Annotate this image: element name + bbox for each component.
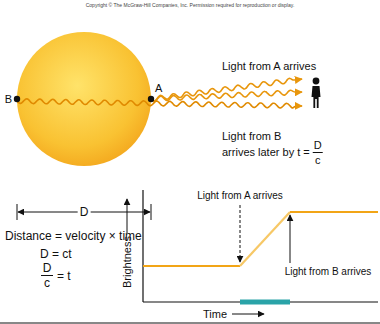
leader-arrow: [240, 205, 241, 262]
equation-text: D = ct: [40, 248, 72, 260]
copyright-note: Copyright © The McGraw-Hill Companies, I…: [86, 2, 295, 7]
fraction-numerator: D: [314, 140, 322, 151]
graph-annotation: Light from A arrives: [197, 191, 283, 201]
light-wave: [151, 78, 302, 101]
fraction-bar: [313, 152, 323, 153]
caption-text: arrives later by t =: [222, 147, 310, 158]
point-label: A: [155, 83, 162, 94]
fraction-numerator: D: [43, 262, 52, 274]
leader-arrow: [290, 215, 291, 263]
light-wave: [151, 90, 302, 101]
axis-label: Brightness: [122, 236, 133, 288]
fraction-denominator: c: [315, 154, 321, 165]
axis-arrow: [127, 199, 128, 233]
observer-figure: [312, 78, 321, 108]
light-waves: [17, 78, 302, 108]
fraction-bar: [41, 275, 53, 276]
caption-text: Light from B: [222, 131, 281, 142]
duration-bar: [240, 300, 290, 305]
light-wave: [17, 99, 302, 108]
brightness-curve: [240, 212, 290, 266]
axis-arrow: [232, 314, 264, 315]
point-b: [14, 96, 20, 102]
point-label: B: [5, 94, 12, 105]
caption-text: Light from A arrives: [222, 61, 316, 72]
dimension-line: [17, 204, 151, 220]
sun: [17, 32, 151, 166]
graph-annotation: Light from B arrives: [285, 267, 372, 277]
graph-axes: [143, 190, 378, 302]
equation-text: = t: [57, 270, 71, 282]
fraction-denominator: c: [44, 277, 50, 289]
axis-label: Time: [203, 309, 227, 320]
brightness-curve: [143, 265, 240, 267]
dimension-label: D: [78, 206, 91, 218]
point-a: [148, 96, 154, 102]
bottom-rule: [0, 323, 380, 324]
brightness-curve: [290, 211, 378, 213]
